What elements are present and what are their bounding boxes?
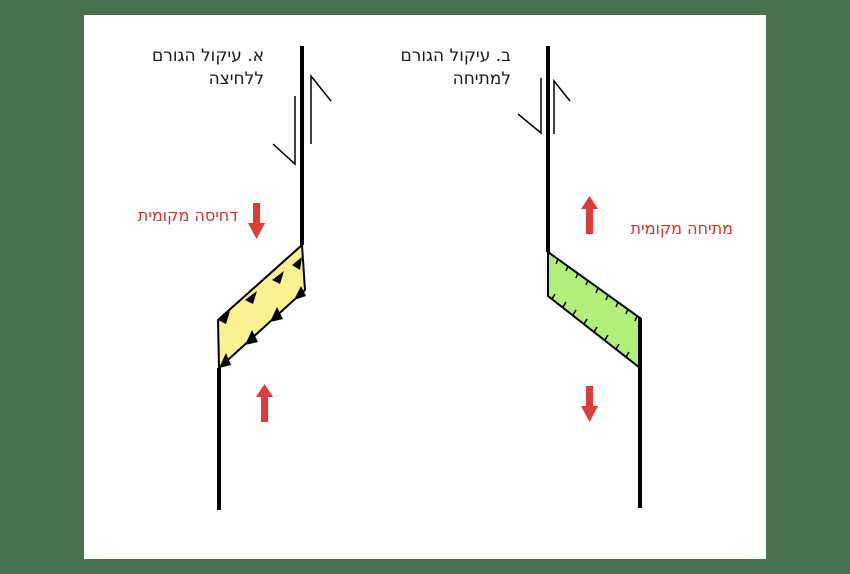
arrow-down-icon bbox=[248, 203, 265, 239]
panel-b-title: ב. עיקול הגורם למתיחה bbox=[401, 45, 511, 91]
normal-fault-ticks-upper bbox=[555, 258, 638, 322]
thrust-teeth-upper bbox=[218, 257, 302, 324]
panel-a-title: א. עיקול הגורם ללחיצה bbox=[152, 45, 264, 91]
fault-a bbox=[216, 46, 332, 510]
extension-zone bbox=[547, 250, 641, 371]
fault-b bbox=[517, 46, 642, 508]
normal-fault-ticks-lower bbox=[551, 293, 630, 358]
compression-zone bbox=[216, 242, 307, 371]
diagram-panel bbox=[84, 15, 766, 559]
panel-a-title-line2: ללחיצה bbox=[208, 69, 264, 89]
panel-a-title-line1: א. עיקול הגורם bbox=[152, 46, 264, 66]
panel-a-local-label: דחיסה מקומית bbox=[137, 206, 238, 225]
panel-b-title-line1: ב. עיקול הגורם bbox=[400, 46, 511, 66]
panel-b-local-label: מתיחה מקומית bbox=[630, 219, 734, 238]
sinistral-motion-icon bbox=[517, 78, 571, 135]
arrow-up-icon bbox=[581, 196, 598, 234]
thrust-teeth-lower bbox=[219, 286, 306, 368]
arrow-down-icon bbox=[581, 386, 598, 422]
arrow-up-icon bbox=[256, 384, 273, 422]
panel-b-title-line2: למתיחה bbox=[452, 69, 511, 89]
sinistral-motion-icon bbox=[272, 73, 332, 166]
